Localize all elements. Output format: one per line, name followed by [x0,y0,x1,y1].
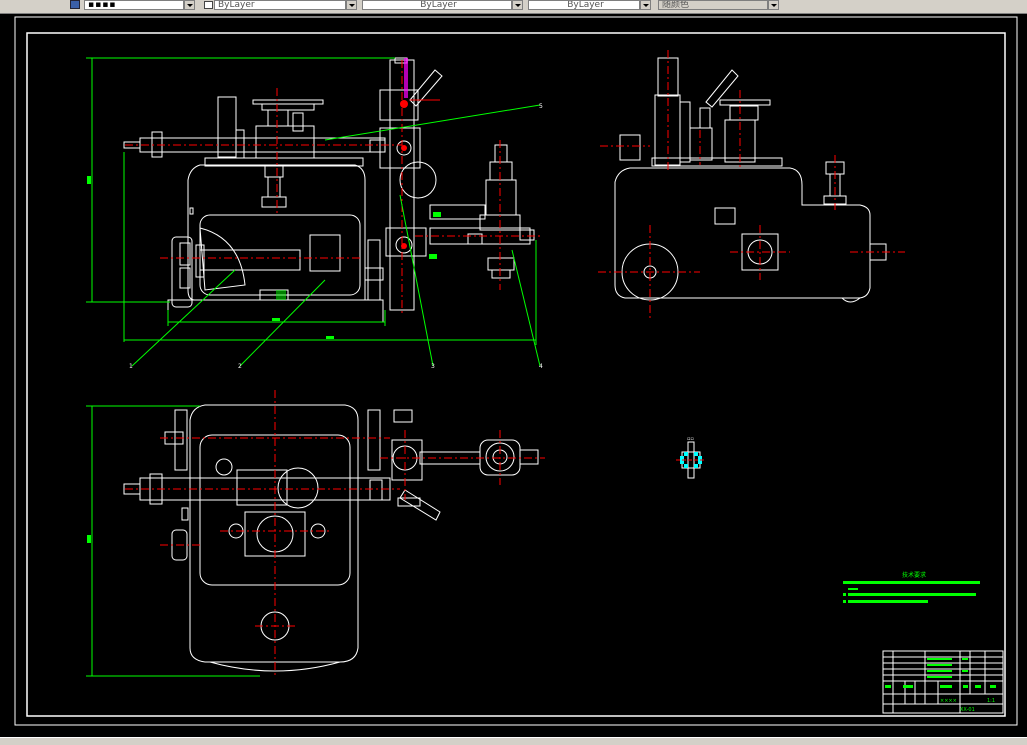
tech-title: 技术要求 [902,571,926,579]
detail-section: ▫▫ [676,436,706,479]
drawing-canvas[interactable]: 1 2 3 4 5 ▫▫ 技术要求 [0,13,1027,737]
title-block-fills [885,658,996,688]
part-balloons: 1 2 3 4 5 [129,103,543,370]
balloon-5: 5 [539,103,543,110]
color-control-arrow[interactable] [346,0,357,10]
color-control[interactable]: ByLayer [214,0,346,10]
technical-requirements: 技术要求 [843,571,980,603]
svg-text:▫▫: ▫▫ [687,436,694,442]
top-view [123,404,539,672]
lineweight-control-arrow[interactable] [640,0,651,10]
color-swatch-icon [204,1,213,9]
plotstyle-control-arrow[interactable] [768,0,779,10]
color-control-value: ByLayer [218,0,255,10]
front-view-details [125,58,540,315]
drawing-scale: 1:1 [987,698,995,704]
properties-toolbar: ▪▪▪▪ ByLayer ByLayer ByLayer 随颜色 [0,0,1027,14]
dimensions [86,57,541,677]
inner-frame [26,32,1006,717]
drawing-name: ×××× [940,698,957,704]
balloon-3: 3 [431,363,435,370]
layer-dropdown[interactable]: ▪▪▪▪ [84,0,184,10]
status-bar [0,737,1027,745]
drawing-number: XX-01 [960,707,975,713]
layer-icon[interactable] [70,0,80,9]
linetype-control-arrow[interactable] [512,0,523,10]
dimension-texts [87,176,334,543]
side-view [614,57,887,303]
plotstyle-control[interactable]: 随颜色 [658,0,768,10]
layer-dropdown-arrow[interactable] [184,0,195,10]
balloon-1: 1 [129,363,133,370]
linetype-control-value: ByLayer [420,0,457,10]
lineweight-control[interactable]: ByLayer [528,0,640,10]
balloon-2: 2 [238,363,242,370]
linetype-control[interactable]: ByLayer [362,0,512,10]
top-view-centerlines [125,390,545,675]
lineweight-control-value: ByLayer [567,0,604,10]
title-block-texts: ×××× XX-01 1:1 [940,698,995,713]
plotstyle-control-value: 随颜色 [662,0,690,10]
side-view-centerlines [598,50,905,318]
balloon-4: 4 [539,363,543,370]
front-view [123,57,535,323]
title-block [882,650,1004,714]
outer-frame [14,16,1018,726]
